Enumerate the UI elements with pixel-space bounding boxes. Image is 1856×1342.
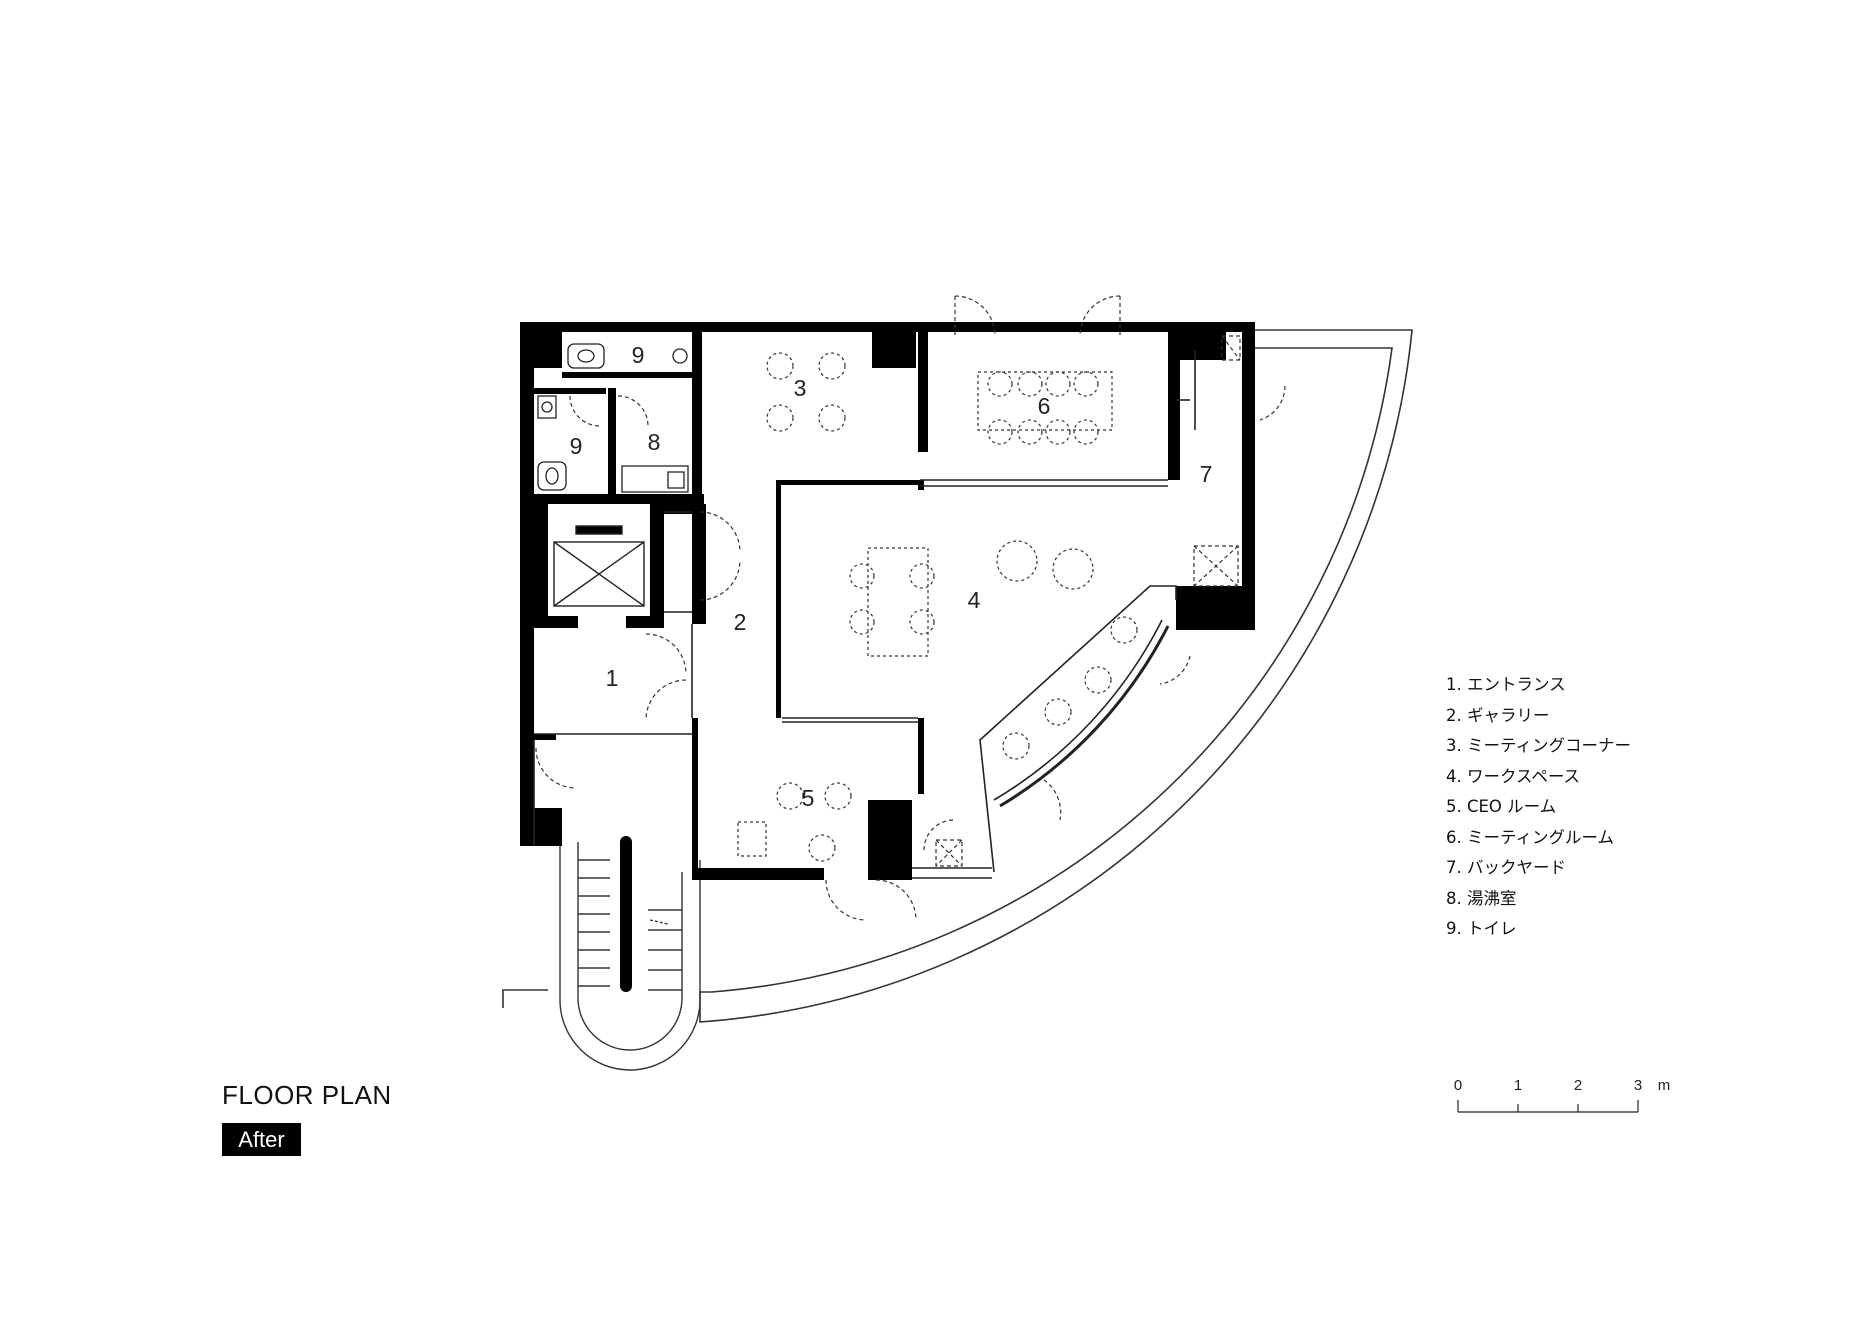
doors	[535, 295, 1286, 921]
room-number-7: 7	[1200, 461, 1213, 487]
furniture	[737, 352, 1138, 862]
room-number-5: 5	[802, 785, 815, 811]
legend-item: 8. 湯沸室	[1446, 888, 1517, 908]
staircase	[559, 842, 701, 1071]
scale-tick-2: 2	[1574, 1077, 1582, 1094]
legend-item: 3. ミーティングコーナー	[1446, 736, 1631, 755]
room-number-9-left: 9	[570, 433, 583, 459]
scale-bar	[1457, 1100, 1639, 1113]
room-number-3: 3	[794, 375, 807, 401]
room-number-9-top: 9	[632, 342, 645, 368]
scale-tick-0: 0	[1454, 1077, 1462, 1094]
room-number-8: 8	[648, 429, 661, 455]
legend-item: 7. バックヤード	[1446, 858, 1566, 877]
scale-tick-3: 3	[1634, 1077, 1642, 1094]
scale-tick-1: 1	[1514, 1077, 1522, 1094]
legend-item: 6. ミーティングルーム	[1446, 827, 1615, 847]
fixtures	[537, 343, 689, 493]
legend-item: 5. CEO ルーム	[1446, 797, 1557, 816]
room-number-4: 4	[968, 587, 981, 613]
partitions	[533, 350, 1196, 879]
room-number-6: 6	[1038, 393, 1051, 419]
walls	[520, 322, 1255, 880]
shafts	[935, 335, 1241, 867]
stair-center-wall	[620, 836, 632, 992]
room-number-1: 1	[606, 665, 619, 691]
plan-title: FLOOR PLAN	[222, 1080, 392, 1110]
legend-item: 2. ギャラリー	[1446, 705, 1550, 725]
after-badge: After	[222, 1123, 301, 1156]
legend-item: 9. トイレ	[1446, 919, 1517, 938]
terrace-outline	[502, 329, 1413, 1023]
legend-item: 4. ワークスペース	[1446, 766, 1581, 786]
scale-unit: m	[1658, 1077, 1671, 1094]
elevator	[553, 511, 692, 613]
legend-item: 1. エントランス	[1446, 675, 1566, 694]
room-number-2: 2	[734, 609, 747, 635]
room-legend: 1. エントランス 2. ギャラリー 3. ミーティングコーナー 4. ワークス…	[1446, 670, 1631, 945]
